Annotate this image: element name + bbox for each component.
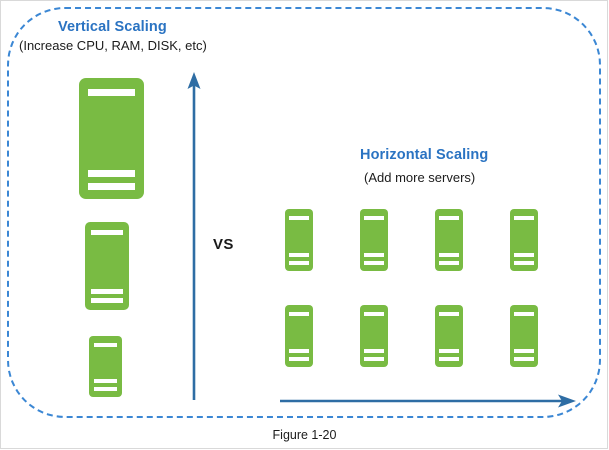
vertical-scaling-arrow-icon <box>187 72 201 400</box>
figure-caption: Figure 1-20 <box>272 428 337 442</box>
server-icon-grid-r2c4 <box>510 305 538 367</box>
horizontal-scaling-arrow-icon <box>280 394 576 408</box>
server-slot-top <box>288 312 310 316</box>
server-slot-top <box>88 89 135 96</box>
horizontal-scaling-title: Horizontal Scaling <box>360 147 489 163</box>
server-slot-mid <box>88 170 135 177</box>
server-slot-mid <box>363 253 385 257</box>
server-slot-mid <box>438 349 460 353</box>
server-slot-mid <box>288 349 310 353</box>
server-slot-top <box>363 216 385 220</box>
server-icon-large-server <box>79 78 144 199</box>
server-icon-grid-r1c3 <box>435 209 463 271</box>
server-slot-bottom <box>363 357 385 361</box>
server-icon-grid-r2c2 <box>360 305 388 367</box>
server-icon-medium-server <box>85 222 129 310</box>
server-icon-grid-r1c4 <box>510 209 538 271</box>
server-slot-mid <box>438 253 460 257</box>
vertical-scaling-subtitle: (Increase CPU, RAM, DISK, etc) <box>19 38 207 53</box>
server-slot-mid <box>93 379 118 383</box>
server-icon-small-server <box>89 336 122 397</box>
server-icon-grid-r1c2 <box>360 209 388 271</box>
dashed-boundary-box <box>7 7 601 418</box>
server-slot-bottom <box>88 183 135 190</box>
server-slot-bottom <box>363 261 385 265</box>
server-slot-mid <box>513 349 535 353</box>
server-slot-mid <box>91 289 123 294</box>
server-icon-grid-r2c3 <box>435 305 463 367</box>
server-slot-top <box>513 216 535 220</box>
server-icon-grid-r1c1 <box>285 209 313 271</box>
server-slot-top <box>93 343 118 347</box>
server-slot-bottom <box>288 357 310 361</box>
server-slot-top <box>363 312 385 316</box>
server-slot-bottom <box>288 261 310 265</box>
vs-label: VS <box>213 236 234 253</box>
server-slot-mid <box>513 253 535 257</box>
server-slot-bottom <box>513 357 535 361</box>
server-slot-bottom <box>93 387 118 391</box>
server-slot-top <box>91 230 123 235</box>
server-slot-bottom <box>438 357 460 361</box>
server-slot-bottom <box>91 298 123 303</box>
vertical-scaling-title: Vertical Scaling <box>58 19 167 35</box>
server-slot-mid <box>288 253 310 257</box>
server-slot-top <box>513 312 535 316</box>
horizontal-scaling-subtitle: (Add more servers) <box>364 170 476 185</box>
server-slot-top <box>288 216 310 220</box>
server-slot-top <box>438 312 460 316</box>
server-slot-mid <box>363 349 385 353</box>
server-slot-bottom <box>513 261 535 265</box>
server-slot-bottom <box>438 261 460 265</box>
server-icon-grid-r2c1 <box>285 305 313 367</box>
server-slot-top <box>438 216 460 220</box>
